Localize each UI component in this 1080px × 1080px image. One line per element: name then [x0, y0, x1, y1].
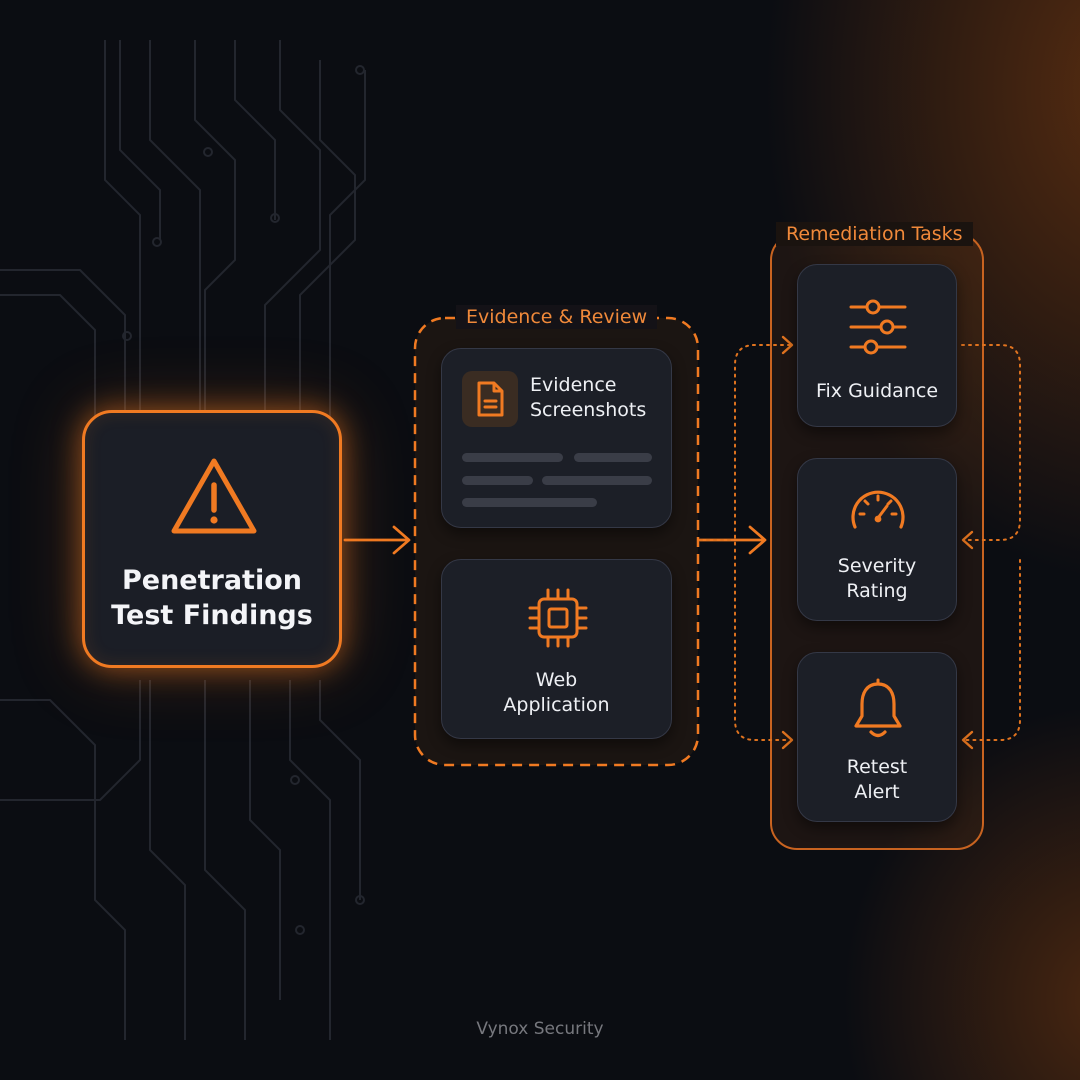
dotted-connector-right — [961, 344, 1021, 741]
chip-icon — [528, 588, 588, 648]
circuit-traces — [0, 40, 366, 1040]
fix-guidance-label: Fix Guidance — [815, 380, 939, 402]
evidence-screenshots-label: Evidence Screenshots — [530, 373, 646, 423]
source-title-line2: Test Findings — [111, 600, 313, 631]
gauge-icon — [851, 490, 905, 529]
arrowheads-left — [781, 335, 794, 750]
penetration-test-findings-card: Penetration Test Findings — [82, 410, 342, 668]
severity-rating-label: Severity Rating — [798, 554, 956, 604]
retest-line1: Retest — [846, 756, 908, 778]
severity-line1: Severity — [837, 555, 917, 577]
web-app-line2: Application — [503, 694, 610, 716]
remediation-group-label: Remediation Tasks — [776, 222, 973, 246]
severity-rating-card: Severity Rating — [797, 458, 957, 621]
circuit-nodes — [122, 65, 365, 935]
arrowheads-right — [961, 530, 974, 750]
evidence-group-label: Evidence & Review — [456, 305, 658, 329]
warning-triangle-icon — [171, 458, 257, 534]
bell-icon — [854, 678, 902, 738]
sliders-icon — [849, 299, 907, 355]
web-app-line1: Web — [535, 669, 578, 691]
source-title: Penetration Test Findings — [85, 563, 339, 633]
retest-line2: Alert — [854, 781, 900, 803]
source-title-line1: Penetration — [121, 565, 302, 596]
flow-arrow-source-to-evidence — [343, 525, 411, 555]
evidence-label-line2: Screenshots — [530, 399, 647, 421]
retest-alert-label: Retest Alert — [798, 755, 956, 805]
flow-arrow-evidence-to-remediation — [698, 525, 767, 555]
evidence-label-line1: Evidence — [530, 374, 617, 396]
severity-line2: Rating — [846, 580, 908, 602]
footer-brand: Vynox Security — [476, 1019, 604, 1039]
fix-guidance-card: Fix Guidance — [797, 264, 957, 427]
web-application-card: Web Application — [441, 559, 672, 739]
evidence-screenshots-card: Evidence Screenshots — [441, 348, 672, 528]
dotted-connector-left — [699, 344, 791, 741]
web-application-label: Web Application — [442, 668, 671, 718]
retest-alert-card: Retest Alert — [797, 652, 957, 822]
document-icon — [462, 371, 518, 427]
